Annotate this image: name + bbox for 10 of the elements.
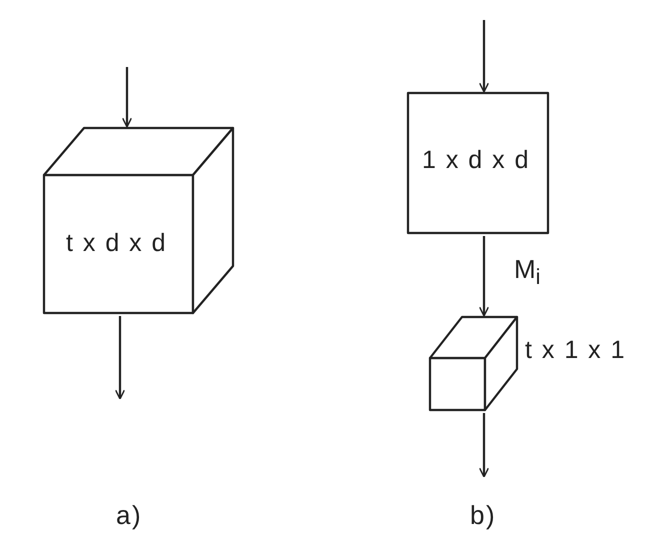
arrow [114,316,126,400]
dimension-text: 1 x d x d [422,146,530,175]
arrow [478,236,490,317]
panel-label: a) [116,500,142,531]
dimension-text: t x d x d [66,229,168,258]
arrow [478,20,490,93]
arrow [478,413,490,478]
arrow [122,67,132,128]
panel-label: b) [470,500,496,531]
dimension-text: t x 1 x 1 [525,336,626,365]
